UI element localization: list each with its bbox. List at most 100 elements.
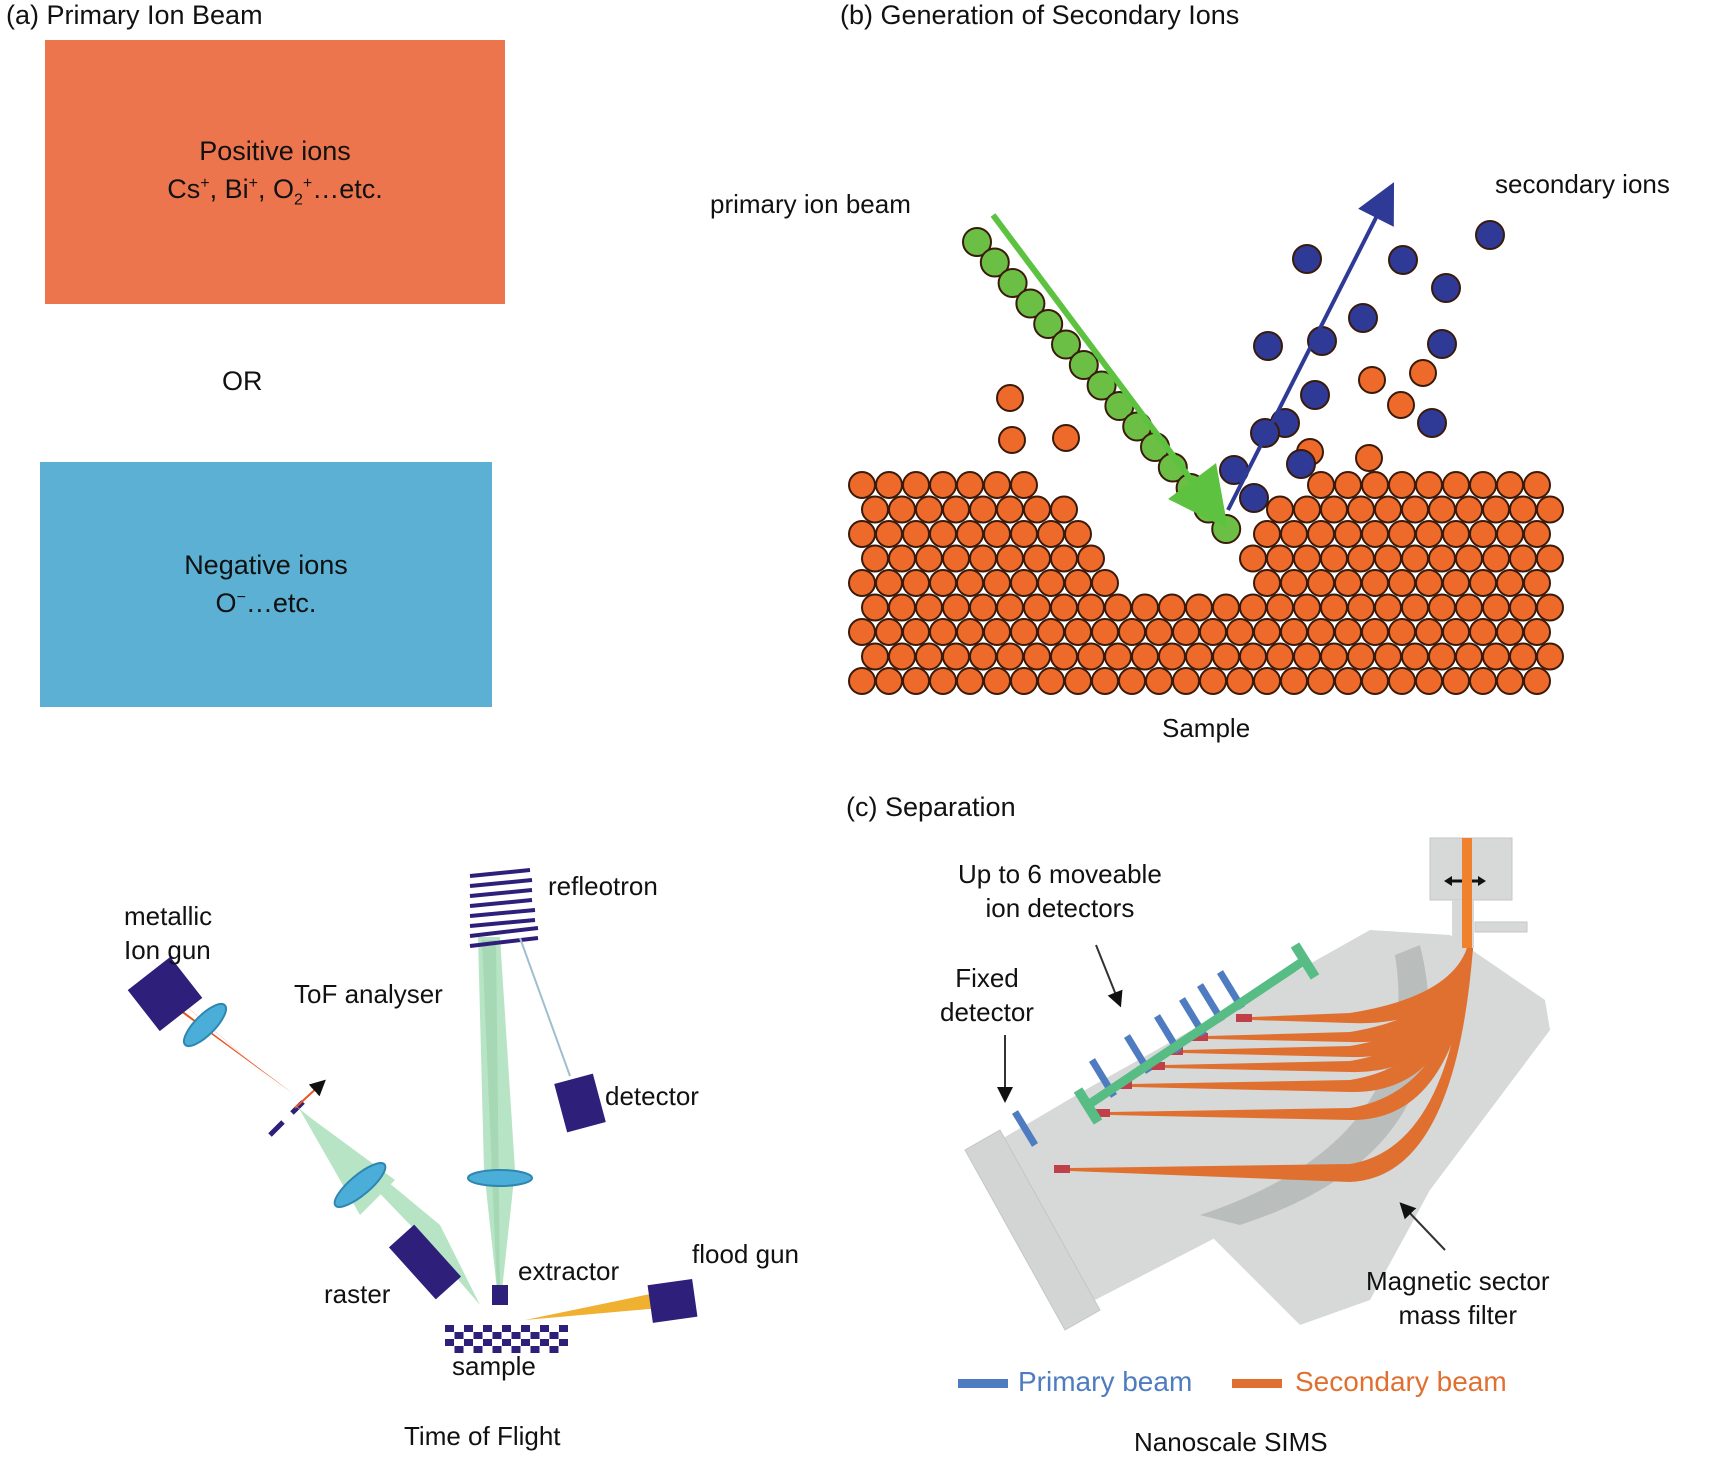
primary-ion (1015, 288, 1046, 319)
sample-cell (559, 1325, 568, 1332)
positive-ions-box: Positive ions Cs+, Bi+, O2+…etc. (45, 40, 505, 304)
secondary-beam-path (1252, 948, 1473, 1024)
collector-cup (1054, 1165, 1070, 1173)
sputtered-atom (998, 426, 1026, 454)
sample-atom (1536, 642, 1564, 671)
primary-ion (997, 268, 1028, 298)
flood-gun-body (647, 1278, 698, 1323)
primary-ion (962, 227, 992, 257)
flood-gun-label: flood gun (692, 1239, 799, 1269)
sample-cell (464, 1325, 473, 1332)
sample-cell (540, 1325, 549, 1332)
legend-primary-label: Primary beam (1018, 1366, 1193, 1397)
primary-ion (1033, 309, 1064, 339)
secondary-beam-arrow (1226, 182, 1395, 511)
tof-lens (467, 1169, 533, 1187)
secondary-ion (1300, 380, 1330, 410)
secondary-ion (1348, 303, 1378, 333)
secondary-ion (1417, 408, 1447, 438)
ion-gun-body (127, 956, 203, 1032)
secondary-ion (1431, 273, 1461, 303)
primary-beam-arrow (990, 213, 1228, 530)
sputtered-atom (1409, 359, 1437, 387)
detector-label: detector (605, 1081, 699, 1111)
secondary-ion (1475, 220, 1505, 250)
secondary-ions-label: secondary ions (1495, 169, 1670, 199)
secondary-ion (1253, 331, 1283, 361)
legend-secondary-swatch (1232, 1379, 1282, 1388)
sample-cell (483, 1339, 492, 1346)
sputtered-atom (1358, 366, 1386, 394)
secondary-ion (1239, 483, 1269, 513)
magnet-arrow (1399, 1202, 1446, 1251)
secondary-ion (1388, 245, 1418, 275)
sample-cell (540, 1339, 549, 1346)
sample-cell (502, 1325, 511, 1332)
sample-atoms (848, 471, 1564, 695)
sample-cell (530, 1332, 540, 1339)
sample-cell (492, 1346, 502, 1353)
tof-analyser-label: ToF analyser (294, 979, 443, 1009)
reflected-path (519, 937, 571, 1077)
sample-cell (511, 1332, 521, 1339)
sample-cell (511, 1346, 521, 1353)
extractor (492, 1285, 508, 1305)
primary-ion (1086, 370, 1117, 401)
sample-label: Sample (1162, 713, 1251, 743)
sample-atom (1064, 520, 1092, 548)
sample-atom (1010, 471, 1038, 499)
sample-cell (530, 1346, 540, 1353)
panel-a-title: (a) Primary Ion Beam (6, 0, 263, 30)
sample-cell (549, 1332, 559, 1339)
sputtered-atom (996, 384, 1024, 412)
sample-cell (454, 1346, 464, 1353)
secondary-ion (1292, 244, 1322, 274)
sample-cell (473, 1332, 483, 1339)
raster-label: raster (324, 1279, 391, 1309)
sample-cell (445, 1339, 454, 1346)
extractor-label: extractor (518, 1256, 620, 1286)
entrance-beam (1462, 838, 1472, 948)
collector-cup (1094, 1109, 1110, 1117)
sample-atom (1536, 495, 1564, 524)
negative-ions-box: Negative ions O−…etc. (40, 462, 492, 707)
moveable-arrow (1095, 944, 1123, 1008)
sputtered-atom (1387, 391, 1415, 419)
ion-species: Bi+, (224, 173, 273, 204)
refleotron-grid (469, 868, 539, 948)
tof-caption: Time of Flight (404, 1421, 561, 1451)
sample-atom (1523, 471, 1551, 499)
primary-ion (1068, 350, 1099, 380)
or-label: OR (222, 366, 263, 396)
sample-cell (464, 1339, 473, 1346)
refleotron-label: refleotron (548, 871, 658, 901)
secondary-ion (1427, 329, 1457, 359)
sample-atom (1523, 618, 1551, 646)
sputtered-atom (1355, 444, 1383, 472)
primary-ion-beam-label: primary ion beam (710, 189, 911, 219)
sample-atom (1536, 593, 1564, 622)
sample-atom (1523, 520, 1551, 548)
collector-cup (1149, 1062, 1165, 1070)
fixed-detector (1012, 1110, 1038, 1147)
raster-lens (333, 1162, 387, 1208)
sample-cell (445, 1325, 454, 1332)
sample-atom (1523, 569, 1551, 597)
sample-label-tof: sample (452, 1351, 536, 1381)
positive-ions-species: Cs+, Bi+, O2+…etc. (167, 171, 383, 212)
primary-ion (1051, 329, 1081, 360)
sample-cell (559, 1339, 568, 1346)
positive-ions-heading: Positive ions (199, 135, 351, 166)
ion-gun-beam (155, 990, 295, 1095)
positive-ions-suffix: …etc. (312, 173, 383, 204)
sample-cell (483, 1325, 492, 1332)
sputtered-atom (1052, 424, 1080, 452)
collector-cup (1236, 1014, 1252, 1022)
detector-body (554, 1073, 606, 1133)
ion-species: Cs+, (167, 173, 225, 204)
secondary-ions (1219, 220, 1505, 513)
